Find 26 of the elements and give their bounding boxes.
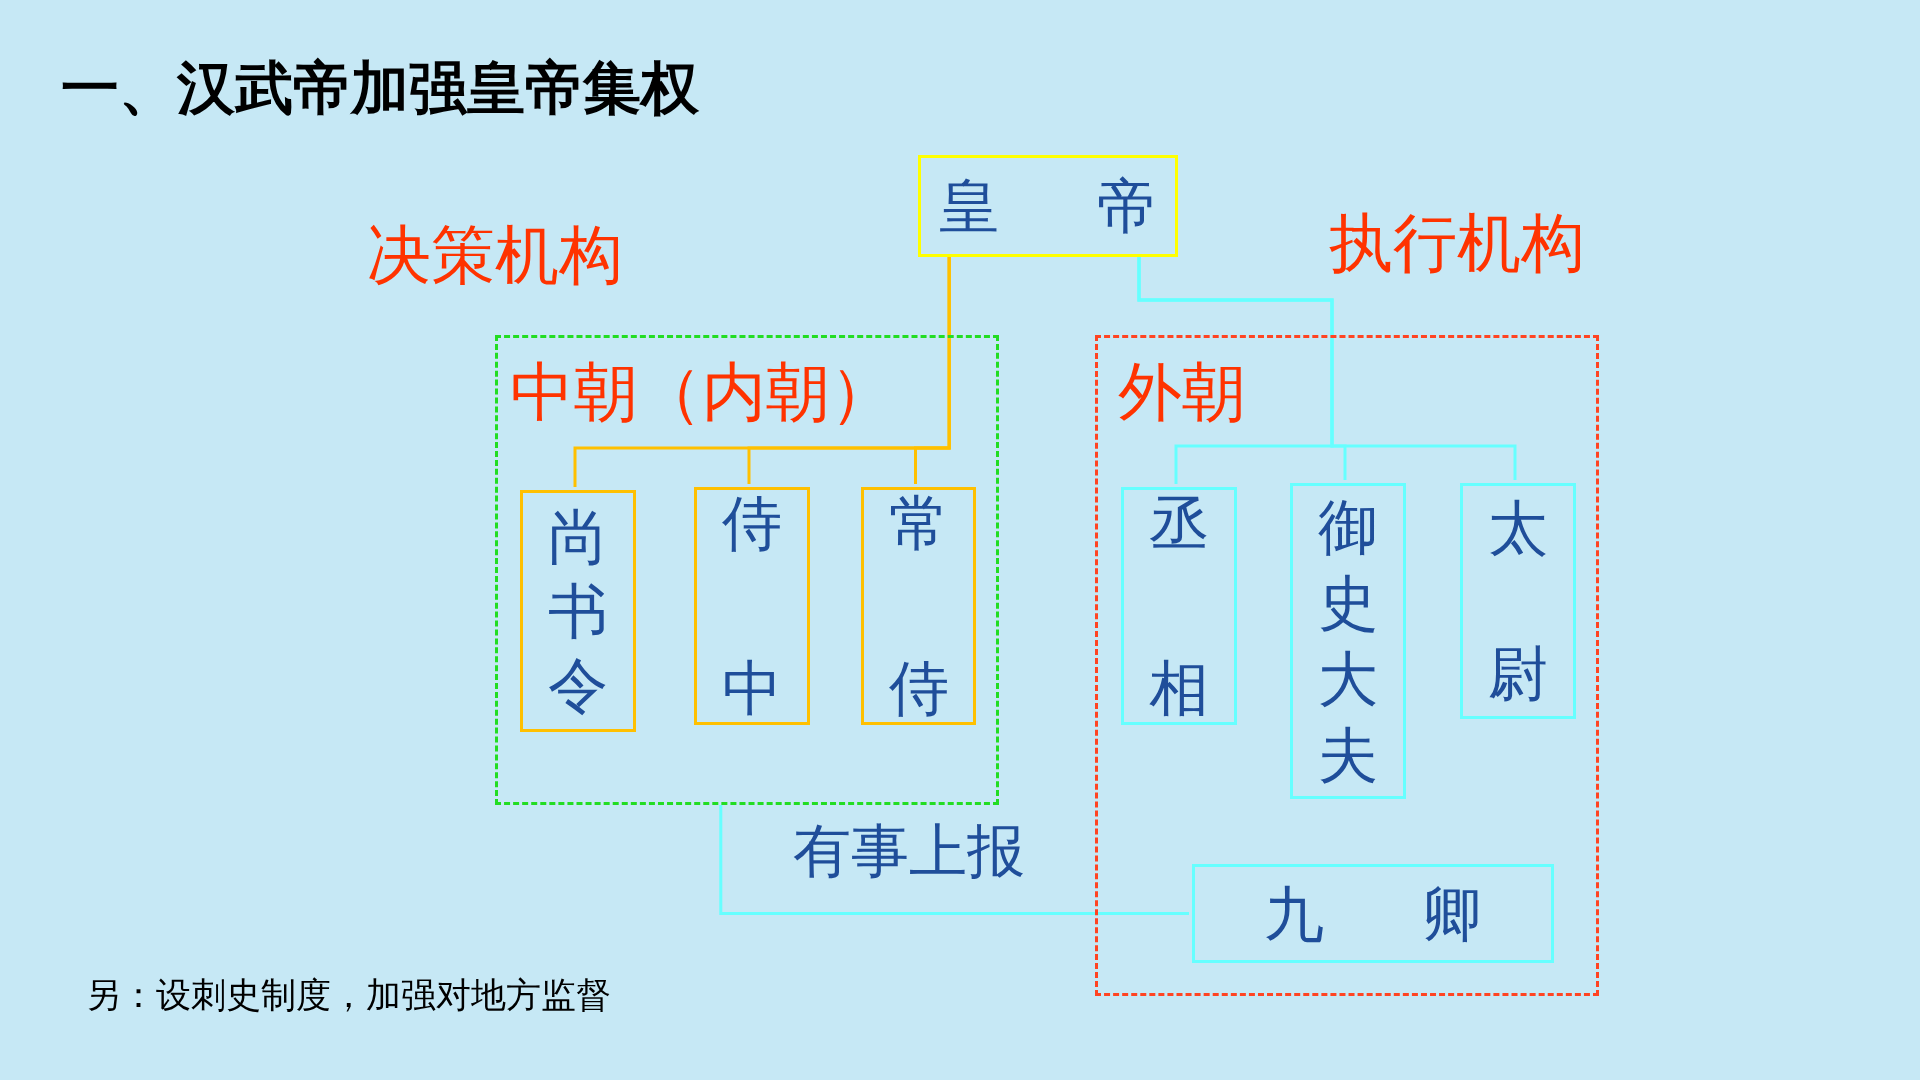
category-label: 执行机构 bbox=[1329, 211, 1585, 275]
vertical-text: 侍中 bbox=[722, 487, 782, 725]
vertical-text: 太尉 bbox=[1488, 492, 1548, 710]
title-box bbox=[694, 487, 810, 725]
category-label: 决策机构 bbox=[367, 223, 623, 287]
title-box bbox=[1121, 487, 1237, 725]
title-box bbox=[861, 487, 976, 725]
title-box bbox=[1290, 483, 1406, 799]
title-box bbox=[1192, 864, 1554, 963]
connector-line bbox=[719, 805, 1189, 915]
title-box bbox=[1460, 483, 1576, 719]
connector-line bbox=[1137, 257, 1517, 480]
vertical-text: 御史大夫 bbox=[1318, 491, 1378, 792]
title-box bbox=[520, 490, 636, 732]
title-box bbox=[918, 155, 1178, 257]
vertical-text: 丞相 bbox=[1149, 487, 1209, 725]
edge-label: 有事上报 bbox=[793, 822, 1025, 880]
title-text: 皇帝 bbox=[938, 176, 1255, 236]
footnote: 另：设刺史制度，加强对地方监督 bbox=[86, 978, 611, 1013]
title-text: 九卿 bbox=[1263, 883, 1580, 944]
slide-title: 一、汉武帝加强皇帝集权 bbox=[61, 53, 699, 124]
vertical-text: 常侍 bbox=[888, 487, 949, 725]
connector-line bbox=[914, 257, 951, 484]
group-heading: 中朝（内朝） bbox=[510, 360, 894, 424]
group-heading: 外朝 bbox=[1118, 360, 1246, 424]
vertical-text: 尚书令 bbox=[548, 501, 608, 722]
